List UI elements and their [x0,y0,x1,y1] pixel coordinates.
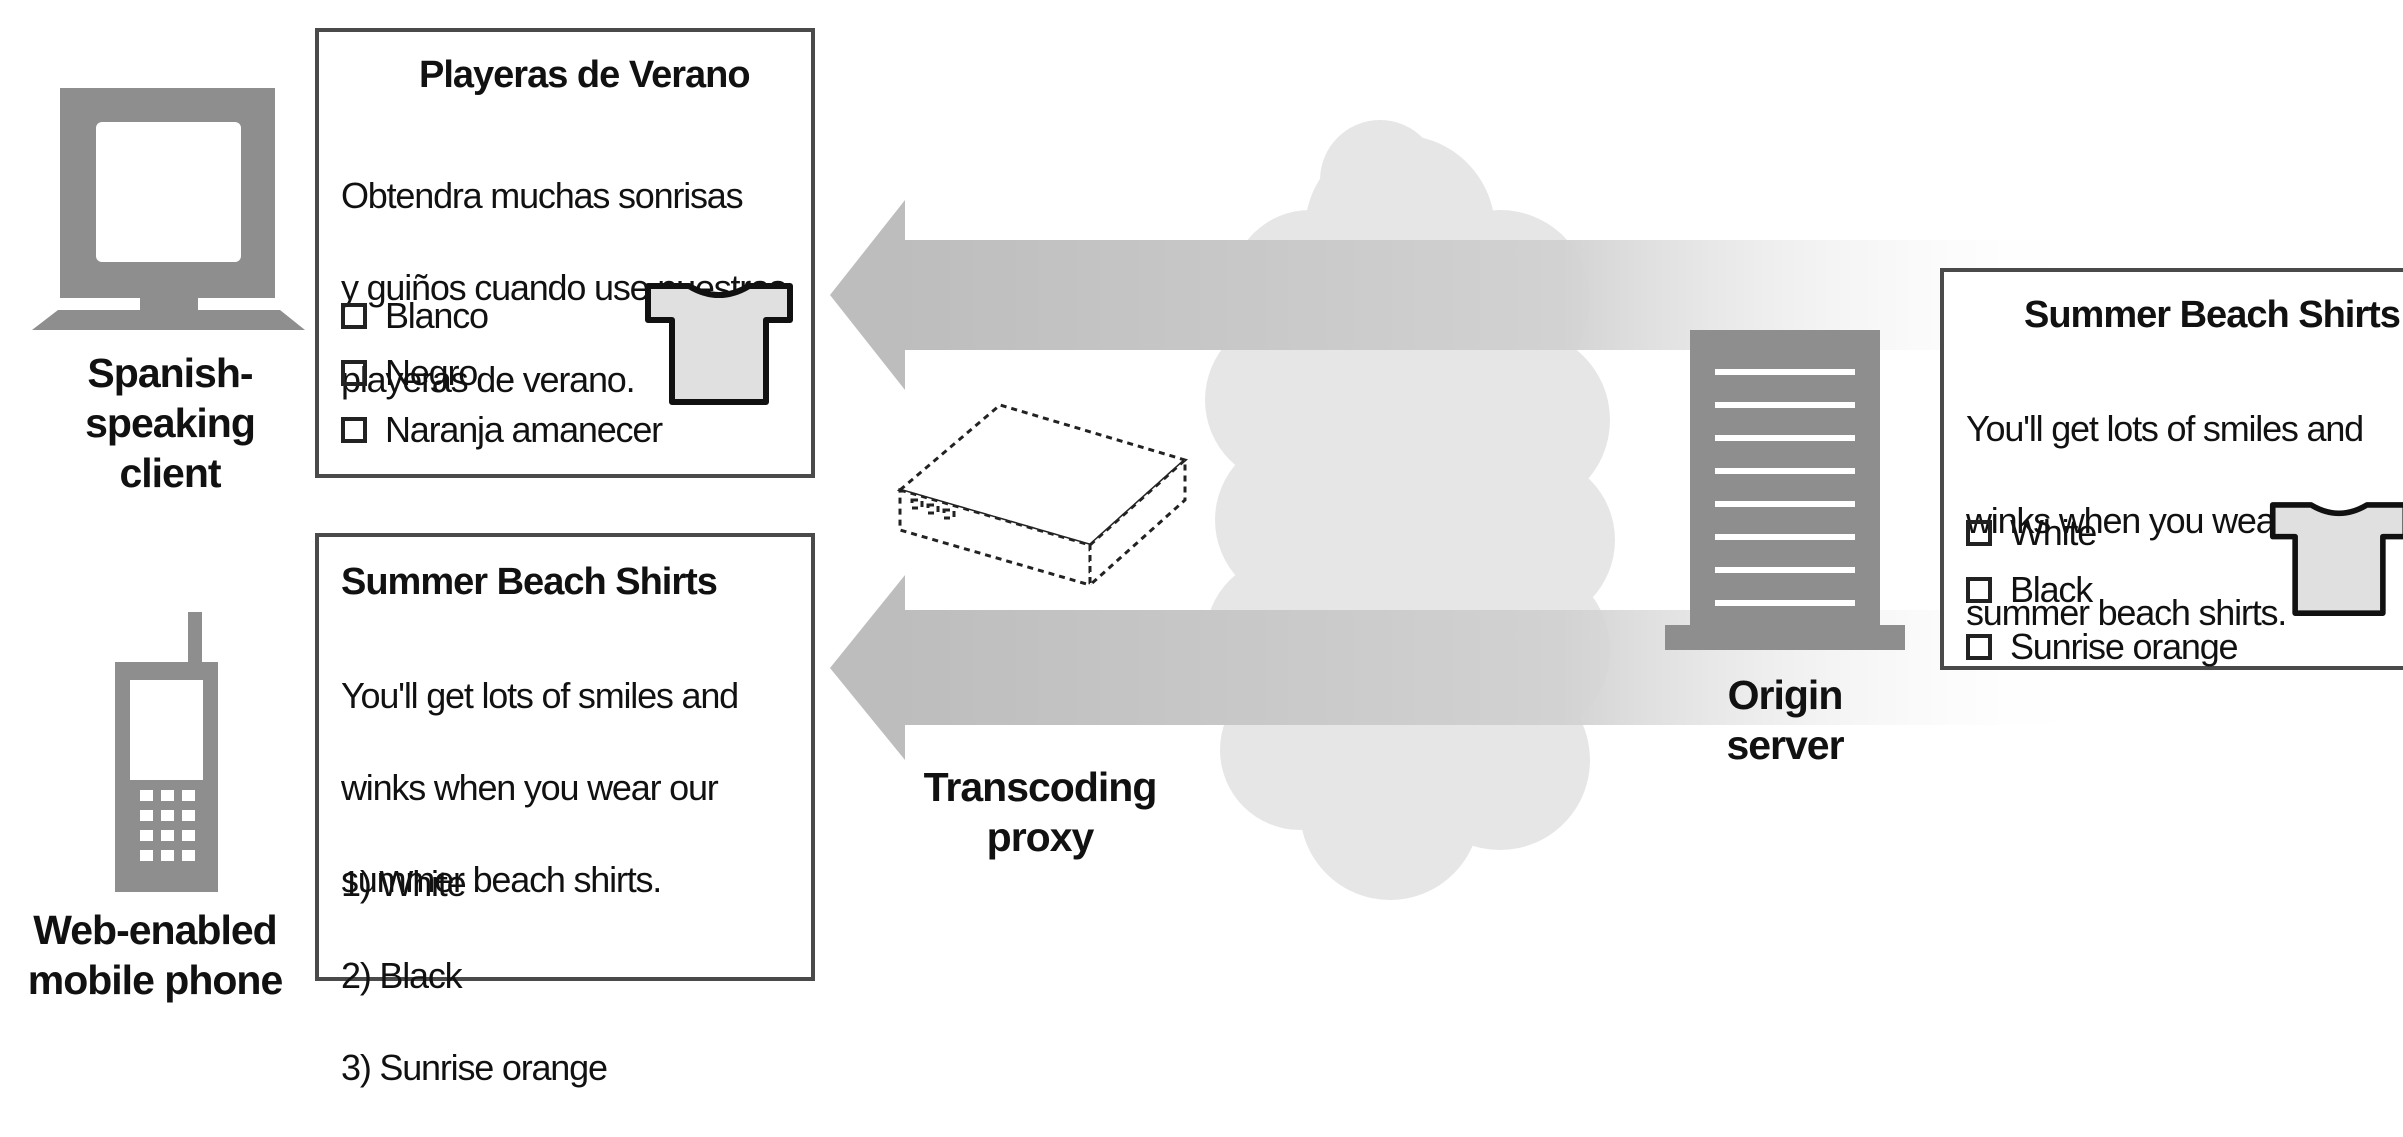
response-arrow-top [830,200,2100,390]
origin-server-label: Origin server [1726,672,1844,768]
spanish-page-options: Blanco Negro Naranja amanecer [341,287,663,458]
t-shirt-icon [2269,502,2403,616]
network-cloud-icon [1205,120,1615,900]
mobile-page-options: 1) White 2) Black 3) Sunrise orange [341,815,608,1137]
option-black[interactable]: 2) Black [341,955,463,996]
option-negro[interactable]: Negro [341,344,662,401]
diagram-graphics [32,88,2100,900]
option-white[interactable]: White [1966,504,2237,561]
option-naranja[interactable]: Naranja amanecer [341,401,663,458]
option-sunrise-orange[interactable]: 3) Sunrise orange [341,1047,608,1088]
mobile-phone-label: Web-enabled mobile phone [27,907,284,1003]
checkbox[interactable] [1966,633,1992,660]
option-blanco[interactable]: Blanco [341,287,662,344]
origin-page: Summer Beach Shirts You'll get lots of s… [1940,268,2403,670]
spanish-page-title: Playeras de Verano [419,54,751,96]
checkbox[interactable] [341,416,367,443]
server-icon [1665,330,1905,650]
transcoding-diagram: Spanish- speaking client Web-enabled mob… [27,28,2403,1088]
checkbox[interactable] [341,359,367,386]
t-shirt-icon [645,283,793,405]
origin-page-options: White Black Sunrise orange [1966,504,2239,675]
spanish-page-body: Obtendra muchas sonrisas y guiños cuando… [341,175,787,400]
checkbox[interactable] [341,302,367,329]
transcoding-proxy-label: Transcoding proxy [923,764,1158,860]
checkbox[interactable] [1966,576,1992,603]
mobile-page-title: Summer Beach Shirts [341,561,718,603]
mobile-page: Summer Beach Shirts You'll get lots of s… [315,533,815,1088]
option-black[interactable]: Black [1966,561,2237,618]
spanish-page: Playeras de Verano Obtendra muchas sonri… [315,28,815,478]
proxy-box-icon [896,403,1189,589]
option-sunrise-orange[interactable]: Sunrise orange [1966,618,2239,675]
mobile-phone-icon [115,612,218,892]
mobile-page-body: You'll get lots of smiles and winks when… [341,675,739,900]
checkbox[interactable] [1966,519,1992,546]
spanish-client-label: Spanish- speaking client [85,350,256,496]
computer-icon [32,88,305,330]
option-white[interactable]: 1) White [341,863,467,904]
origin-page-title: Summer Beach Shirts [2024,294,2401,336]
